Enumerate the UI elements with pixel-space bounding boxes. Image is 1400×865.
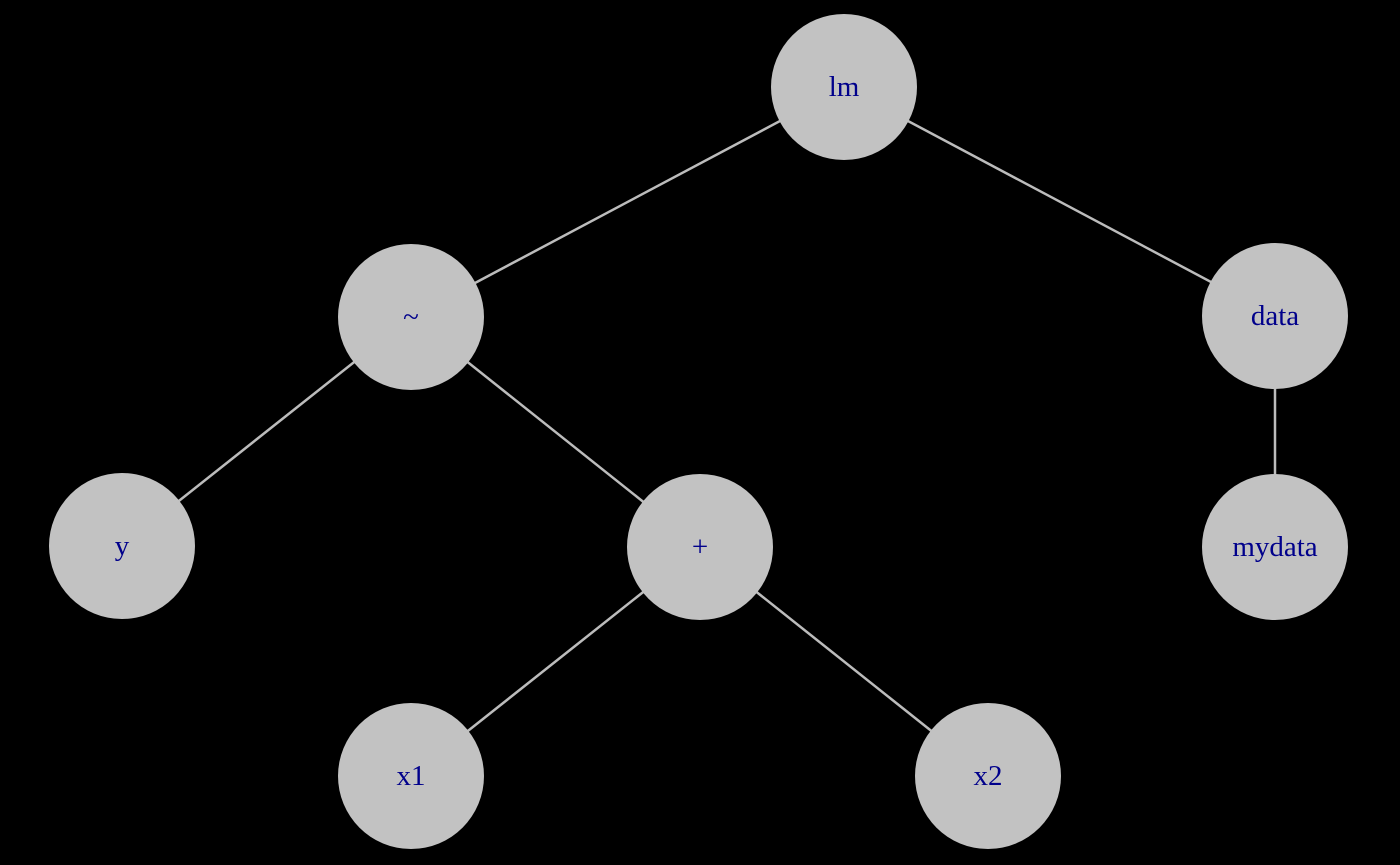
node-data-label: data	[1250, 299, 1300, 332]
node-x1-label: x1	[396, 759, 426, 792]
node-y-label: y	[114, 529, 130, 562]
node-data: data	[1202, 243, 1348, 389]
node-plus: +	[627, 474, 773, 620]
node-lm: lm	[771, 14, 917, 160]
node-x2: x2	[915, 703, 1061, 849]
node-mydata-label: mydata	[1232, 530, 1318, 563]
node-x1: x1	[338, 703, 484, 849]
node-mydata: mydata	[1202, 474, 1348, 620]
node-x2-label: x2	[973, 759, 1003, 792]
node-tilde: ~	[338, 244, 484, 390]
node-tilde-label: ~	[403, 300, 419, 333]
edge-lm-tilde	[410, 85, 845, 319]
node-plus-label: +	[691, 530, 709, 563]
edge-lm-data	[843, 85, 1276, 318]
node-y: y	[49, 473, 195, 619]
node-lm-label: lm	[828, 70, 860, 103]
